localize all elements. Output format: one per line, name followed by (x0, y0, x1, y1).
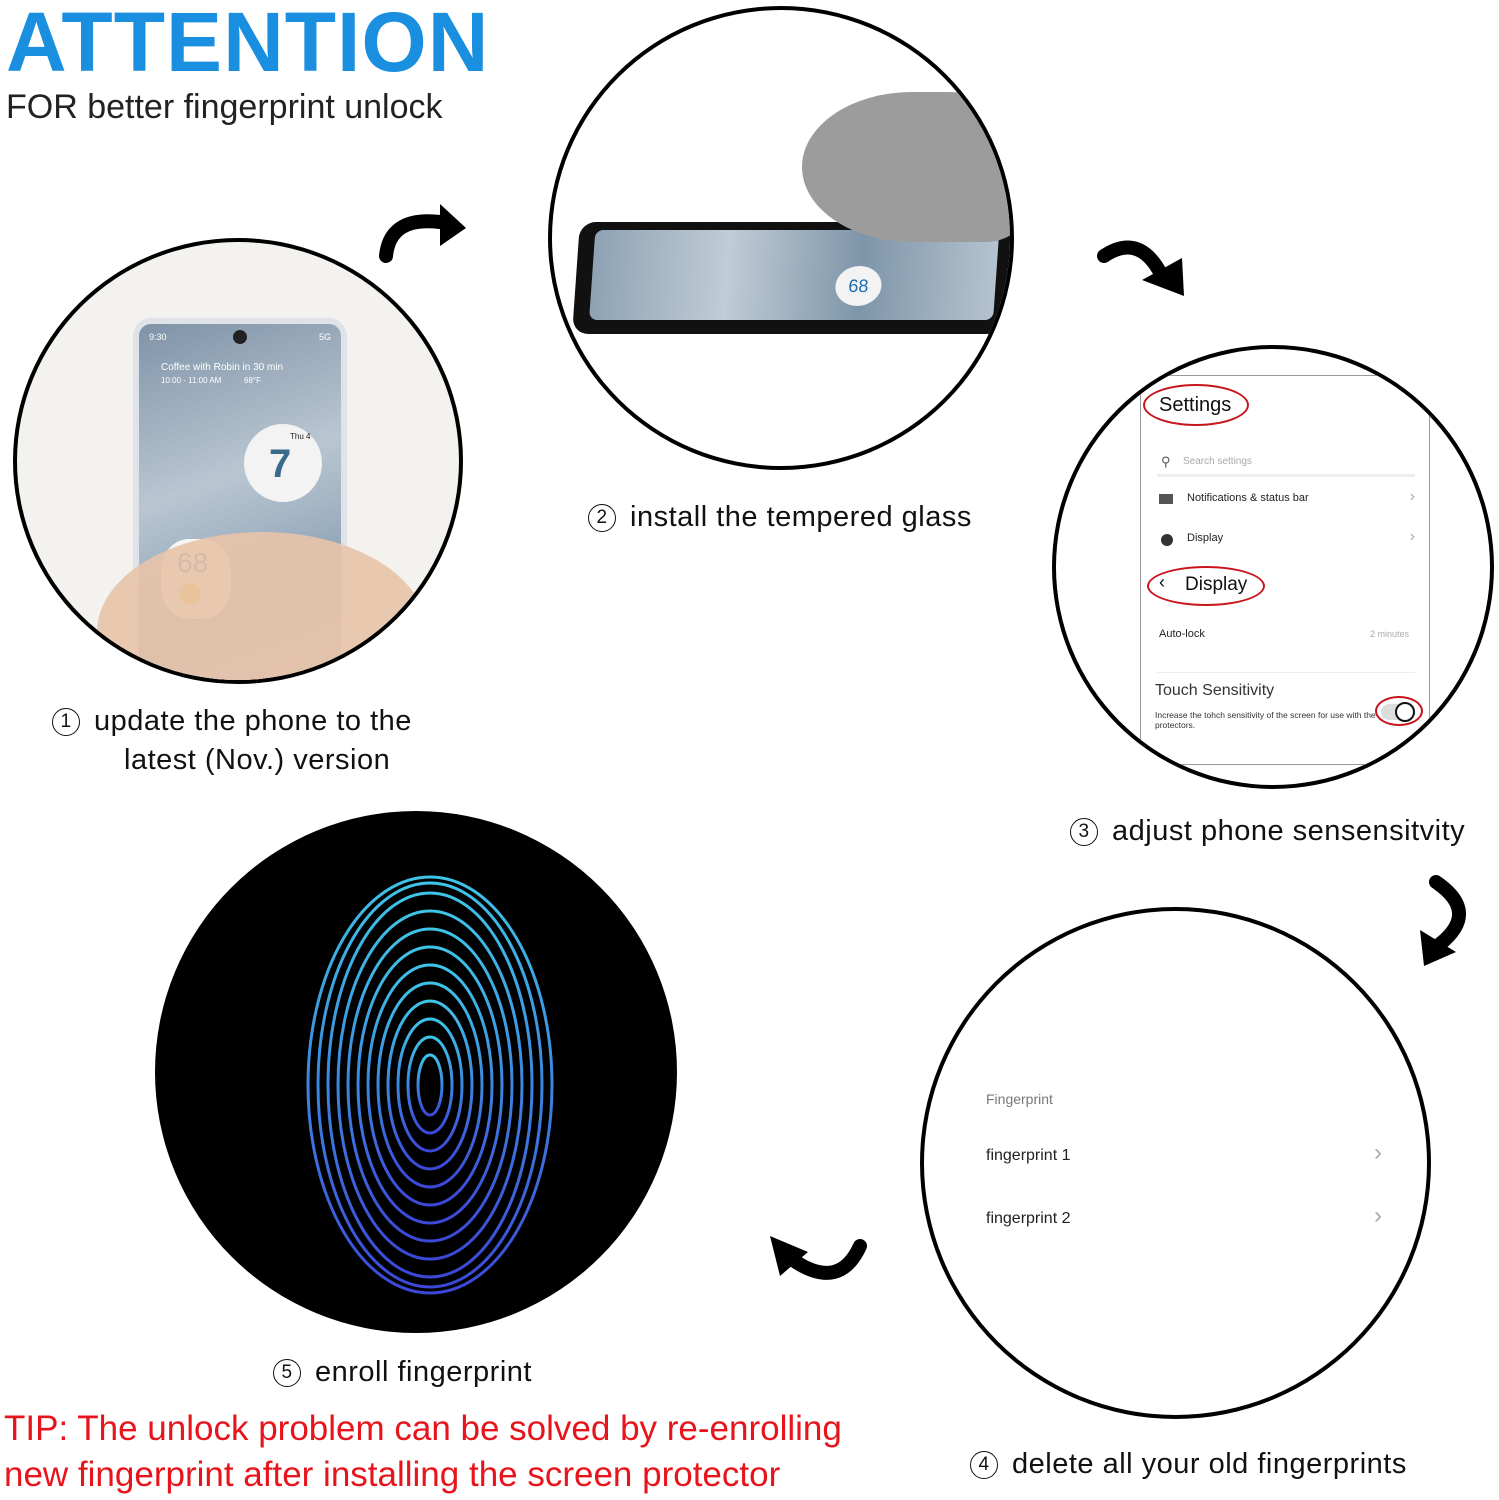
event-title: Coffee with Robin in 30 min (161, 362, 284, 373)
search-input[interactable]: Search settings (1183, 456, 1252, 467)
settings-item-notifications[interactable]: Notifications & status bar (1187, 492, 1309, 504)
page-subtitle: FOR better fingerprint unlock (6, 88, 443, 126)
camera-icon (233, 330, 247, 344)
chevron-right-icon: › (1409, 528, 1415, 545)
settings-item-display[interactable]: Display (1187, 532, 1224, 544)
auto-lock-value[interactable]: 2 minutes (1369, 629, 1409, 639)
clock-widget: Thu 4 7 (244, 424, 322, 502)
fingerprint-icon (306, 875, 554, 1295)
step1-image: 9:30 5G Coffee with Robin in 30 min 10:0… (13, 238, 463, 684)
step5-line1: enroll fingerprint (315, 1356, 532, 1388)
step3-line1: adjust phone sensensitvity (1112, 815, 1466, 847)
arrow-icons (379, 204, 1466, 1280)
step3-image: Settings ⚲ Search settings Notifications… (1052, 345, 1494, 789)
step4-number: 4 (970, 1451, 998, 1480)
step3-number: 3 (1070, 818, 1098, 847)
fingerprint-item-1[interactable]: fingerprint 1 (986, 1147, 1071, 1164)
step5-number: 5 (273, 1359, 301, 1388)
event-temp: 68°F (244, 376, 261, 385)
search-icon: ⚲ (1161, 454, 1171, 469)
status-time: 9:30 (149, 332, 167, 342)
clock-hour: 7 (269, 442, 292, 486)
step4-caption: 4 delete all your old fingerprints (970, 1448, 1407, 1481)
fingerprint-section-header: Fingerprint (986, 1091, 1053, 1107)
step2-image: 68 (548, 6, 1014, 470)
hand (802, 92, 1010, 242)
step1-caption: 1 update the phone to the latest (Nov.) v… (52, 705, 412, 777)
step2-line1: install the tempered glass (630, 501, 972, 533)
touch-sensitivity-desc: Increase the tohch sensitivity of the sc… (1155, 710, 1376, 730)
step5-caption: 5 enroll fingerprint (273, 1356, 532, 1389)
status-network: 5G (318, 332, 331, 342)
hand (97, 532, 427, 680)
page-title: ATTENTION (6, 0, 490, 89)
step1-line2: latest (Nov.) version (124, 744, 391, 776)
chevron-right-icon: › (1374, 1202, 1382, 1229)
step2-number: 2 (588, 504, 616, 533)
tip-line-2: new fingerprint after installing the scr… (4, 1455, 781, 1494)
step4-line1: delete all your old fingerprints (1012, 1448, 1407, 1480)
notification-icon (1159, 494, 1173, 504)
step3-caption: 3 adjust phone sensensitvity (1070, 815, 1465, 848)
step1-number: 1 (52, 708, 80, 737)
touch-sensitivity-title: Touch Sensitivity (1155, 682, 1275, 699)
step4-image: Fingerprint fingerprint 1 › fingerprint … (920, 907, 1431, 1419)
tip-line-1: TIP: The unlock problem can be solved by… (4, 1409, 842, 1448)
chevron-right-icon: › (1409, 488, 1415, 505)
chevron-right-icon: › (1374, 1139, 1382, 1166)
auto-lock-label: Auto-lock (1159, 628, 1205, 640)
event-time: 10:00 - 11:00 AM (161, 376, 222, 385)
step2-caption: 2 install the tempered glass (588, 501, 972, 534)
step5-image (155, 811, 677, 1333)
step1-line1: update the phone to the (94, 705, 412, 737)
settings-screen: Settings ⚲ Search settings Notifications… (1140, 375, 1430, 765)
fingerprint-item-2[interactable]: fingerprint 2 (986, 1210, 1071, 1227)
display-icon (1161, 534, 1173, 546)
clock-day: Thu 4 (290, 432, 311, 441)
